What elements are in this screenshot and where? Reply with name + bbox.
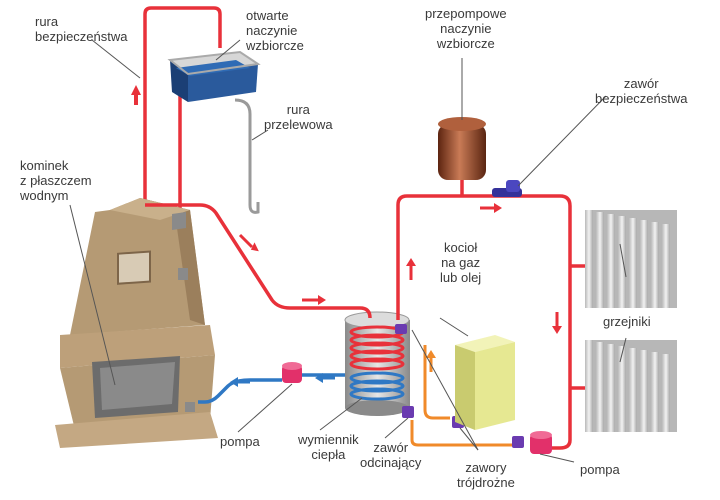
pressure-expansion-tank: [438, 117, 486, 180]
label-radiators: grzejniki: [603, 314, 651, 329]
label-safety-pipe: rura bezpieczeństwa: [35, 14, 128, 44]
label-open-tank: otwarte naczynie wzbiorcze: [246, 8, 304, 53]
label-pump-left: pompa: [220, 434, 260, 449]
label-boiler: kocioł na gaz lub olej: [440, 240, 482, 285]
boiler-return-pipe: [410, 345, 520, 447]
valves: [395, 324, 524, 448]
heat-exchanger: [344, 306, 410, 416]
fireplace-supply-pipe: [145, 203, 360, 310]
label-safety-valve: zawór bezpieczeństwa: [595, 76, 688, 106]
open-expansion-tank: [167, 50, 261, 102]
boiler-circuit-pipe: [396, 180, 585, 450]
label-three-way-valves: zawory trójdrożne: [457, 460, 515, 490]
radiator-top: [585, 210, 677, 308]
gas-oil-boiler: [439, 317, 515, 430]
label-fireplace: kominek z płaszczem wodnym: [20, 158, 92, 203]
label-shutoff-valve: zawór odcinający: [360, 440, 422, 470]
overflow-pipe: [234, 98, 260, 214]
safety-pipe: [143, 6, 222, 212]
label-pressure-tank: przepompowe naczynie wzbiorcze: [425, 6, 507, 51]
radiator-bottom: [585, 340, 677, 432]
leader-lines: [69, 39, 627, 463]
left-pump: [282, 362, 302, 383]
label-heat-exchanger: wymiennik ciepła: [298, 432, 359, 462]
flow-arrows: [131, 85, 562, 387]
safety-valve: [492, 180, 522, 197]
fireplace: [55, 198, 218, 448]
label-pump-right: pompa: [580, 462, 620, 477]
right-pump: [530, 431, 552, 454]
label-overflow-pipe: rura przelewowa: [264, 102, 333, 132]
